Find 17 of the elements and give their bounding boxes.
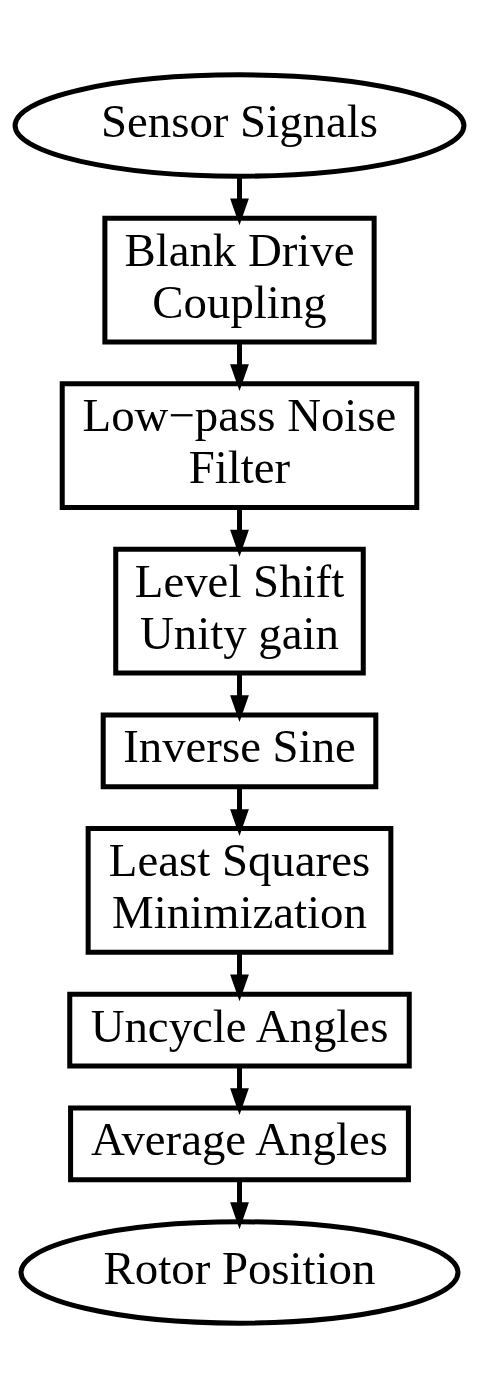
node-box: Low−pass Noise Filter	[59, 380, 420, 510]
arrow	[230, 1179, 249, 1229]
arrow	[230, 673, 249, 722]
arrow	[230, 786, 249, 836]
node-box: Uncycle Angles	[67, 991, 412, 1069]
arrow	[230, 1065, 249, 1115]
arrow	[230, 952, 249, 1001]
node-box: Inverse Sine	[100, 711, 379, 789]
node-box: Average Angles	[68, 1104, 411, 1182]
node-box: Level Shift Unity gain	[113, 546, 366, 676]
arrow	[230, 507, 249, 557]
arrow	[230, 341, 249, 391]
node-ellipse: Rotor Position	[18, 1218, 461, 1326]
node-box: Least Squares Minimization	[85, 825, 394, 955]
node-ellipse: Sensor Signals	[12, 71, 467, 179]
arrow	[230, 176, 249, 225]
node-box: Blank Drive Coupling	[102, 215, 377, 344]
